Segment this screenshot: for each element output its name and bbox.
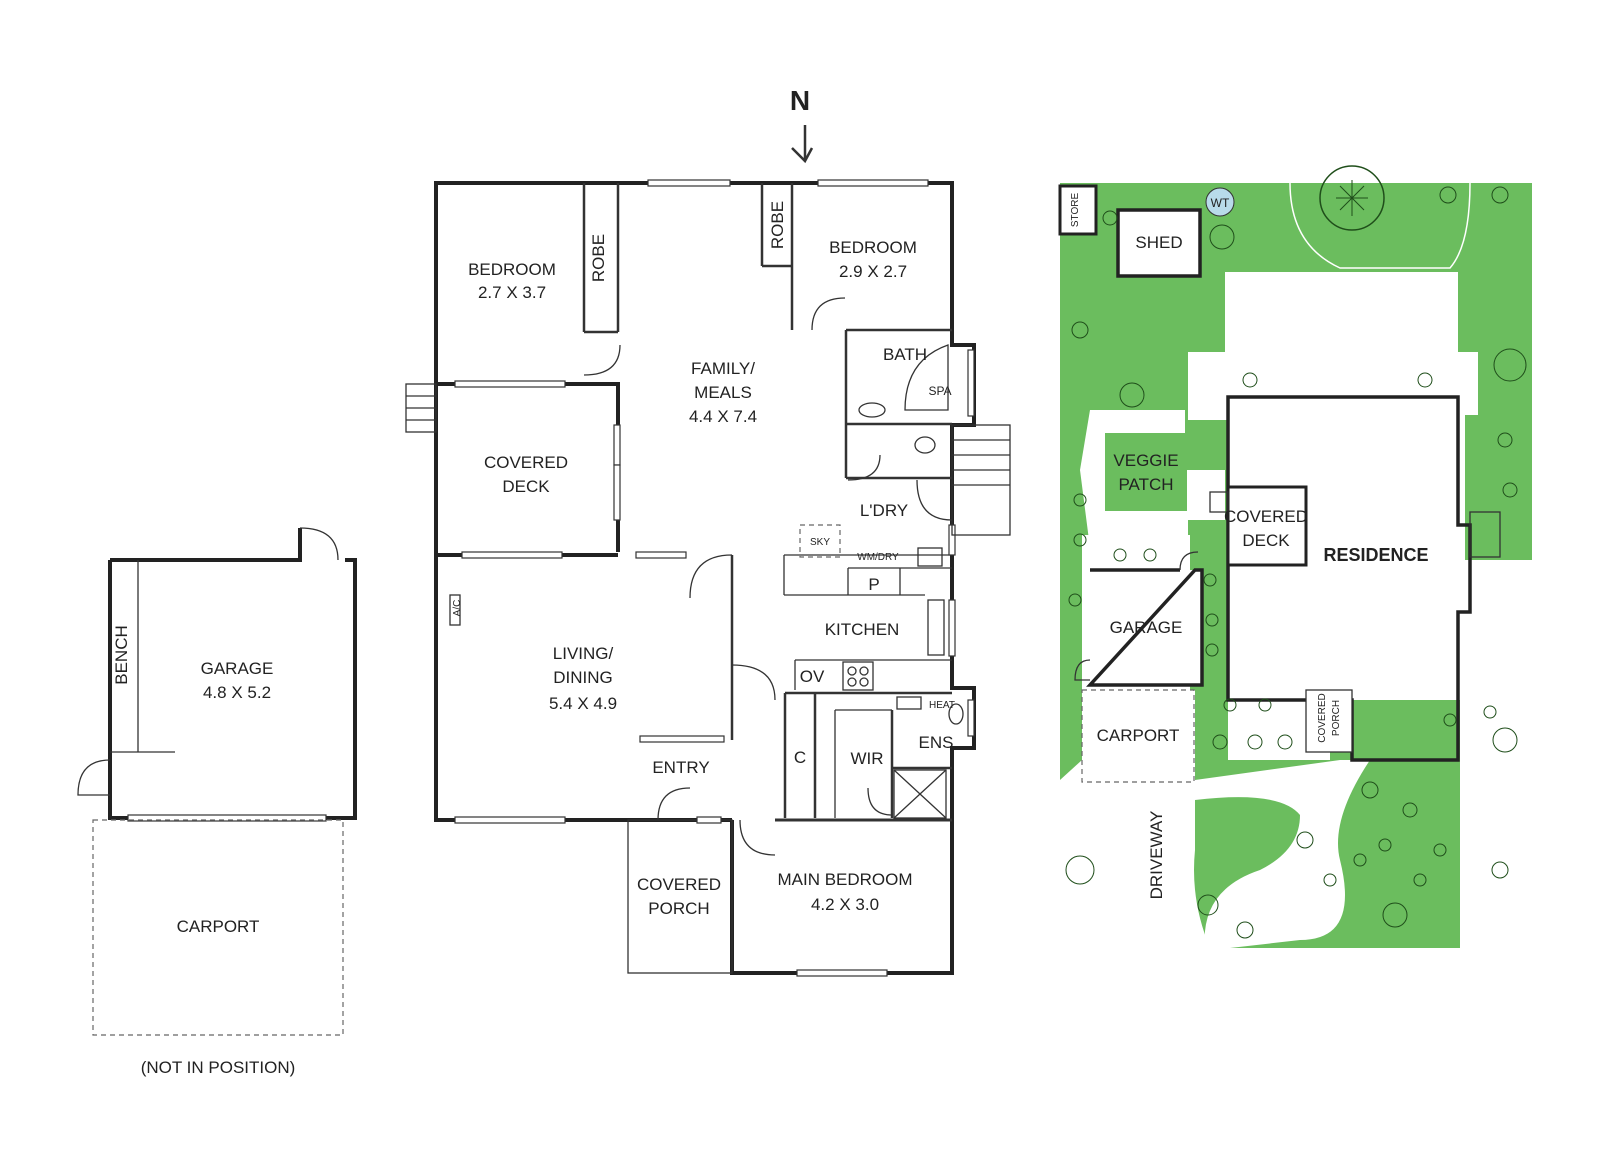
wt-label: WT bbox=[1211, 196, 1230, 210]
store-label: STORE bbox=[1070, 193, 1081, 228]
family-line2: MEALS bbox=[694, 383, 752, 402]
site-garage-label: GARAGE bbox=[1110, 618, 1183, 637]
site-covered-deck-line1: COVERED bbox=[1224, 507, 1308, 526]
shed-label: SHED bbox=[1135, 233, 1182, 252]
north-label: N bbox=[790, 85, 810, 116]
entry-label: ENTRY bbox=[652, 758, 709, 777]
sky-label: SKY bbox=[810, 537, 830, 548]
ens-label: ENS bbox=[919, 733, 954, 752]
heat-label: HEAT bbox=[929, 700, 955, 711]
driveway-label: DRIVEWAY bbox=[1147, 811, 1166, 900]
detached-garage-plan: GARAGE 4.8 X 5.2 BENCH CARPORT (NOT IN P… bbox=[77, 527, 357, 1077]
living-size: 5.4 X 4.9 bbox=[549, 694, 617, 713]
kitchen-label: KITCHEN bbox=[825, 620, 900, 639]
robe-2-label: ROBE bbox=[768, 201, 787, 249]
site-covered-porch-line2: PORCH bbox=[1331, 700, 1342, 736]
wm-dry-label: WM/DRY bbox=[857, 552, 899, 563]
covered-porch-line2: PORCH bbox=[648, 899, 709, 918]
site-carport-label: CARPORT bbox=[1097, 726, 1180, 745]
detached-garage-name: GARAGE bbox=[201, 659, 274, 678]
veggie-line1: VEGGIE bbox=[1113, 451, 1178, 470]
living-line2: DINING bbox=[553, 668, 613, 687]
bedroom-2-name: BEDROOM bbox=[829, 238, 917, 257]
family-size: 4.4 X 7.4 bbox=[689, 407, 757, 426]
main-floor-plan: BEDROOM 2.7 X 3.7 ROBE ROBE BEDROOM 2.9 … bbox=[405, 179, 1011, 977]
spa-label: SPA bbox=[928, 384, 951, 398]
main-bedroom-size: 4.2 X 3.0 bbox=[811, 895, 879, 914]
covered-deck-line1: COVERED bbox=[484, 453, 568, 472]
bedroom-1-size: 2.7 X 3.7 bbox=[478, 283, 546, 302]
bedroom-1-name: BEDROOM bbox=[468, 260, 556, 279]
covered-deck-line2: DECK bbox=[502, 477, 550, 496]
detached-garage-size: 4.8 X 5.2 bbox=[203, 683, 271, 702]
bath-label: BATH bbox=[883, 345, 927, 364]
covered-porch-line1: COVERED bbox=[637, 875, 721, 894]
north-arrow-icon bbox=[791, 125, 814, 164]
not-in-position-note: (NOT IN POSITION) bbox=[141, 1058, 296, 1077]
residence-label: RESIDENCE bbox=[1323, 545, 1428, 565]
veggie-line2: PATCH bbox=[1118, 475, 1173, 494]
bedroom-2-size: 2.9 X 2.7 bbox=[839, 262, 907, 281]
oven-label: OV bbox=[800, 667, 825, 686]
family-line1: FAMILY/ bbox=[691, 359, 755, 378]
site-covered-deck-line2: DECK bbox=[1242, 531, 1290, 550]
main-bedroom-name: MAIN BEDROOM bbox=[777, 870, 912, 889]
wir-label: WIR bbox=[850, 749, 883, 768]
cupboard-label: C bbox=[794, 748, 806, 767]
living-line1: LIVING/ bbox=[553, 644, 614, 663]
bench-label: BENCH bbox=[112, 625, 131, 685]
site-plan: STORE WT SHED VEGGIE PATCH COVERED DECK … bbox=[1058, 165, 1532, 948]
robe-1-label: ROBE bbox=[589, 234, 608, 282]
detached-carport-label: CARPORT bbox=[177, 917, 260, 936]
site-covered-porch-line1: COVERED bbox=[1317, 693, 1328, 742]
pantry-label: P bbox=[868, 575, 879, 594]
laundry-label: L'DRY bbox=[860, 501, 908, 520]
north-arrow: N bbox=[790, 85, 814, 164]
ac-label: A/C bbox=[452, 600, 463, 617]
